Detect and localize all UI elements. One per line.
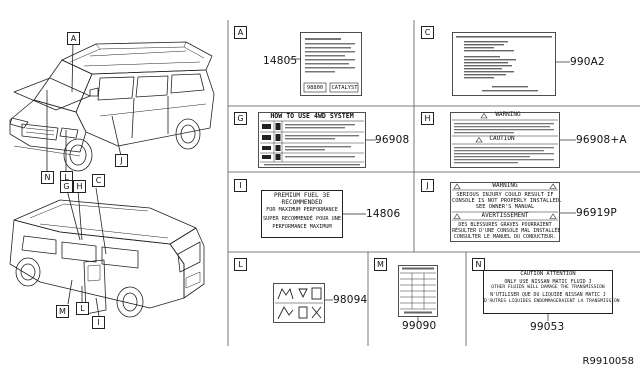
panel-letter-C: C — [421, 26, 434, 39]
callout-I: I — [92, 316, 105, 329]
callout-C: C — [92, 174, 105, 187]
label-J-line2: CONSOLE IS NOT PROPERLY INSTALLED. — [452, 198, 563, 204]
diagram-code: R9910058 — [582, 356, 634, 367]
label-A-graphic — [300, 32, 362, 96]
callout-M: M — [56, 305, 69, 318]
label-C-graphic — [452, 32, 556, 96]
label-I-line2: RECOMMENDED — [281, 199, 323, 206]
label-J-warning: WARNING — [492, 182, 518, 189]
label-N-line3: N'UTILISER QUE DU LIQUIDE NISSAN MATIC J — [490, 293, 606, 298]
label-J-line6: RÉSULTER D'UNE CONSOLE MAL INSTALLÉE — [452, 228, 561, 234]
label-J-line3: SEE OWNER'S MANUAL — [475, 204, 535, 210]
callout-N: N — [41, 171, 54, 184]
part-number-14805: 14805 — [263, 55, 298, 67]
label-N-line4: D'AUTRES LIQUIDES ENDOMMAGERAIENT LA TRA… — [484, 299, 620, 304]
leader-L — [325, 299, 333, 301]
label-N-line2: OTHER FLUIDS WILL DAMAGE THE TRANSMISSIO… — [491, 285, 605, 290]
leader-M — [417, 316, 419, 322]
label-I-graphic — [261, 190, 343, 238]
part-number-96908A: 96908+A — [576, 134, 627, 146]
panel-letter-N: N — [472, 258, 485, 271]
panel-letter-I: I — [234, 179, 247, 192]
panel-letter-M: M — [374, 258, 387, 271]
leader-C — [556, 61, 570, 63]
callout-H: H — [73, 180, 86, 193]
panel-letter-J: J — [421, 179, 434, 192]
label-H-warning: WARNING — [495, 111, 521, 118]
label-H-caution: CAUTION — [489, 135, 515, 142]
label-G-graphic — [258, 112, 366, 168]
part-number-99053: 99053 — [530, 321, 565, 333]
callout-L-rear: L — [76, 302, 89, 315]
label-M-graphic — [398, 265, 438, 317]
label-J-avertissement: AVERTISSEMENT — [481, 212, 529, 219]
label-L-graphic — [273, 283, 325, 323]
part-number-96908: 96908 — [375, 134, 410, 146]
callout-G: G — [60, 180, 73, 193]
label-A-catalyst: CATALYST — [331, 85, 358, 91]
label-I-line3: FOR MAXIMUM PERFORMANCE — [266, 207, 338, 213]
label-J-graphic — [450, 182, 560, 242]
leader-A — [289, 58, 301, 60]
label-J-line1: SERIOUS INJURY COULD RESULT IF — [456, 192, 554, 198]
panel-letter-L: L — [234, 258, 247, 271]
callout-J: J — [115, 154, 128, 167]
label-N-line1: ONLY USE NISSAN MATIC FLUID J — [504, 279, 592, 285]
part-number-99090: 99090 — [402, 320, 437, 332]
part-number-98094: 98094 — [333, 294, 368, 306]
panel-letter-G: G — [234, 112, 247, 125]
callout-A: A — [67, 32, 80, 45]
label-G-title: HOW TO USE 4WD SYSTEM — [270, 112, 354, 120]
label-J-line7: CONSULTER LE MANUEL DU CONDUCTEUR. — [453, 234, 557, 240]
leader-H — [560, 139, 576, 141]
vehicle-front-illustration — [9, 39, 215, 172]
part-number-990A2: 990A2 — [570, 56, 605, 68]
label-N-graphic — [483, 270, 613, 314]
label-H-graphic — [450, 112, 560, 168]
label-I-line4: SUPER RECOMMENDÉ POUR UNE — [262, 216, 342, 222]
label-I-line1: PREMIUM FUEL 3E — [274, 192, 330, 199]
leader-I — [342, 213, 366, 215]
part-number-14806: 14806 — [366, 208, 401, 220]
leader-G — [366, 139, 376, 141]
part-number-96919P: 96919P — [576, 207, 617, 219]
leader-N — [547, 313, 549, 321]
leader-J — [560, 212, 576, 214]
vehicle-rear-illustration — [9, 187, 205, 318]
label-A-code: 98800 — [306, 85, 324, 91]
label-J-line5: DES BLESSURES GRAVES POURRAIENT — [458, 222, 552, 228]
panel-letter-A: A — [234, 26, 247, 39]
label-I-line5: PERFORMANCE MAXIMUM — [272, 224, 332, 230]
panel-letter-H: H — [421, 112, 434, 125]
label-N-header: CAUTION ATTENTION — [520, 271, 576, 277]
